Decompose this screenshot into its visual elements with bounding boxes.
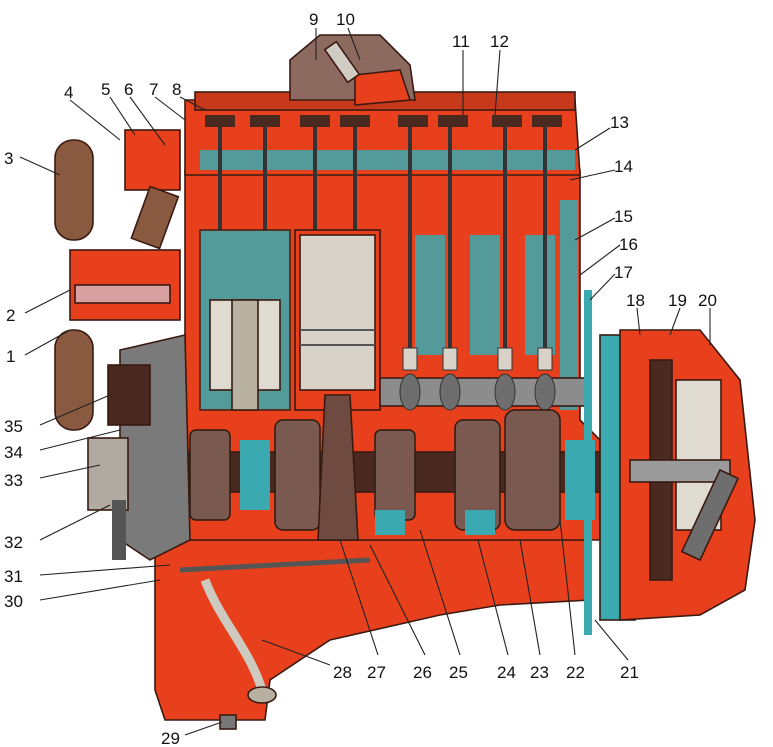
callout-14: 14 <box>614 157 633 176</box>
callout-10: 10 <box>336 10 355 29</box>
callout-7: 7 <box>149 80 158 99</box>
callout-3: 3 <box>4 149 13 168</box>
callout-29: 29 <box>161 729 180 747</box>
callout-15: 15 <box>614 207 633 226</box>
gearbox-input-shaft <box>629 459 731 483</box>
callout-32: 32 <box>4 533 23 552</box>
callout-27: 27 <box>367 663 386 682</box>
connecting-rod-2 <box>317 394 359 541</box>
crank-webs <box>189 409 561 531</box>
block-coolant-jacket-1 <box>415 235 445 355</box>
callout-26: 26 <box>413 663 432 682</box>
callout-17: 17 <box>614 263 633 282</box>
callout-4: 4 <box>64 83 73 102</box>
callout-6: 6 <box>124 80 133 99</box>
callout-24: 24 <box>497 663 516 682</box>
oil-strainer <box>247 686 277 704</box>
oil-filler <box>354 69 412 106</box>
outlet-hose <box>130 185 180 250</box>
callout-8: 8 <box>172 80 181 99</box>
callout-18: 18 <box>626 291 645 310</box>
callout-13: 13 <box>610 113 629 132</box>
oil-filter <box>107 364 151 426</box>
callout-19: 19 <box>668 291 687 310</box>
callout-21: 21 <box>620 663 639 682</box>
fan-blade-lower <box>54 329 94 431</box>
callout-labels: 1 2 3 4 5 6 7 8 9 10 11 12 13 14 15 16 1… <box>4 10 717 747</box>
breather-pipe <box>323 40 361 84</box>
connecting-rod-1 <box>231 299 259 411</box>
callout-35: 35 <box>4 417 23 436</box>
callout-12: 12 <box>490 32 509 51</box>
leader-lines <box>19 27 711 736</box>
callout-25: 25 <box>449 663 468 682</box>
callout-22: 22 <box>566 663 585 682</box>
tappets <box>402 347 553 371</box>
callout-5: 5 <box>101 80 110 99</box>
callout-23: 23 <box>530 663 549 682</box>
callout-2: 2 <box>6 306 15 325</box>
drain-plug <box>219 714 237 730</box>
callout-30: 30 <box>4 592 23 611</box>
callout-16: 16 <box>619 235 638 254</box>
crank-pulley <box>87 437 129 511</box>
dipstick-tube <box>112 500 126 560</box>
fan-blade-upper <box>54 139 94 241</box>
callout-33: 33 <box>4 471 23 490</box>
cam-lobes <box>399 373 556 411</box>
oil-pickup-pipe <box>200 578 267 692</box>
callout-31: 31 <box>4 567 23 586</box>
release-fork <box>680 468 740 562</box>
callout-28: 28 <box>333 663 352 682</box>
callout-34: 34 <box>4 443 23 462</box>
pushrods <box>218 120 547 370</box>
water-pump-shaft <box>74 284 171 304</box>
callout-20: 20 <box>698 291 717 310</box>
block-coolant-jacket-4 <box>560 200 578 410</box>
block-coolant-jacket-3 <box>525 235 555 355</box>
block-coolant-jacket-2 <box>470 235 500 355</box>
rocker-arms <box>205 115 562 127</box>
callout-1: 1 <box>6 347 15 366</box>
oil-tube <box>179 557 371 573</box>
callout-9: 9 <box>309 10 318 29</box>
head-coolant-passage <box>200 150 575 170</box>
piston-2 <box>299 234 376 391</box>
callout-11: 11 <box>452 32 470 51</box>
thermostat-housing <box>124 129 181 191</box>
